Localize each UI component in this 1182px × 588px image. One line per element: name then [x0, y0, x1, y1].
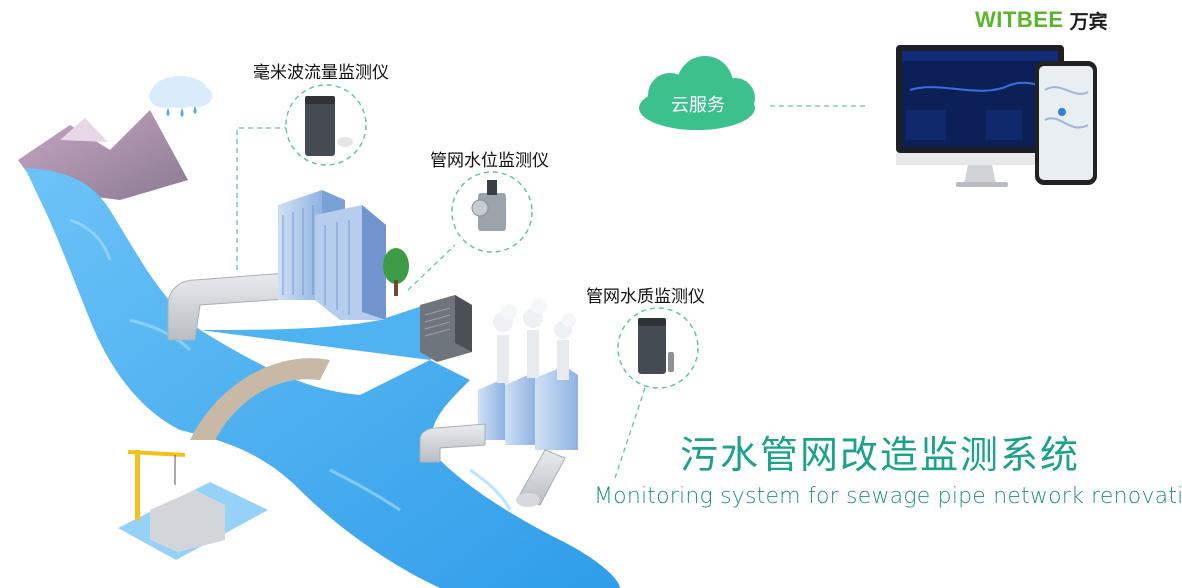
- connector-level-meter: [407, 244, 456, 291]
- cloud-service-label: 云服务: [671, 95, 725, 116]
- bridge: [190, 358, 330, 440]
- pipe-building: [167, 271, 301, 341]
- brand-logo: WITBEE 万宾: [975, 6, 1108, 34]
- monitor-platform: [896, 45, 1064, 187]
- quality-meter-label: 管网水质监测仪: [586, 287, 705, 307]
- title-chinese: 污水管网改造监测系统: [680, 433, 1081, 477]
- flow-meter-device: [285, 84, 367, 166]
- control-cabinet: [420, 295, 472, 362]
- level-meter-label: 管网水位监测仪: [430, 151, 549, 171]
- flow-meter-label: 毫米波流量监测仪: [253, 63, 389, 83]
- river: [25, 168, 620, 588]
- rain-cloud-icon: [149, 76, 212, 117]
- phone-app: [1035, 61, 1097, 185]
- level-meter-device: [451, 171, 533, 253]
- cloud-service-icon: [639, 56, 755, 130]
- construction-site: [118, 450, 268, 560]
- connector-lines: [236, 105, 866, 479]
- pipe-factory: [419, 423, 566, 507]
- quality-meter-device: [617, 307, 699, 389]
- connector-quality-meter: [614, 387, 646, 479]
- factory: [478, 298, 578, 450]
- office-building: [278, 190, 409, 320]
- brand-name: WITBEE: [975, 7, 1064, 32]
- connector-flow-meter: [236, 127, 292, 270]
- title-english: Monitoring system for sewage pipe networ…: [594, 484, 1182, 509]
- brand-name-cn: 万宾: [1069, 11, 1108, 33]
